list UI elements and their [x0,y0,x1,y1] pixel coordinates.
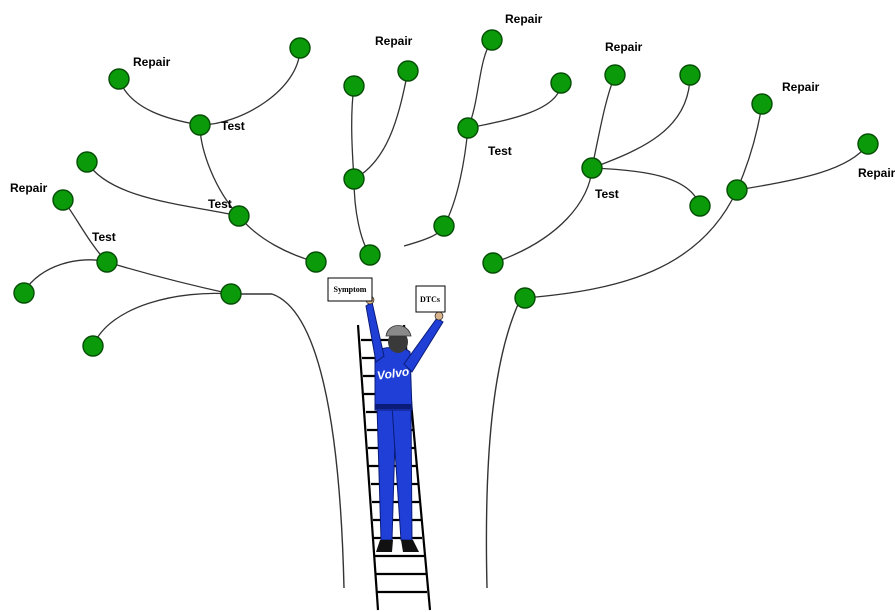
repair-label: Repair [782,80,820,94]
node [433,215,455,237]
test-label: Test [595,187,619,201]
repair-label: Repair [505,12,543,26]
symptom-label: Symptom [334,285,367,294]
dtcs-sign: DTCs [415,285,446,313]
node [13,282,35,304]
test-label: Test [208,197,232,211]
branch [736,103,763,191]
branch [443,127,469,227]
node [305,251,327,273]
node [689,195,711,217]
branch [353,70,409,180]
node [189,114,211,136]
node [76,151,98,173]
branch [23,259,108,293]
repair-label: Repair [858,166,895,180]
test-label: Test [92,230,116,244]
tree-labels: Repair Repair Repair Repair Repair Repai… [10,12,895,244]
branch [106,261,232,295]
node [397,60,419,82]
repair-label: Repair [605,40,643,54]
test-label: Test [221,119,245,133]
node [726,179,748,201]
node [82,335,104,357]
branch [86,161,240,217]
node [108,68,130,90]
node [96,251,118,273]
repair-label: Repair [10,181,48,195]
repair-label: Repair [375,34,413,48]
branch [238,215,317,263]
symptom-sign: Symptom [327,277,373,302]
node [550,72,572,94]
node [457,117,479,139]
branch [118,78,201,126]
branch [199,47,301,126]
node [343,168,365,190]
trunk-left-edge [271,293,345,589]
shirt-logo-text: Volvo [376,364,410,382]
node [228,205,250,227]
branch [467,39,493,129]
branch [353,178,371,256]
repair-label: Repair [133,55,171,69]
node [343,75,365,97]
branch [492,167,593,264]
node [481,29,503,51]
node [751,93,773,115]
node [604,64,626,86]
dtcs-label: DTCs [420,295,440,304]
node [857,133,879,155]
node [359,244,381,266]
node [514,287,536,309]
branch [467,82,562,129]
branch [92,292,232,347]
node [482,252,504,274]
branch [351,85,355,180]
branch [524,189,738,299]
node [220,283,242,305]
mechanic-figure: Volvo [365,295,444,552]
tree-nodes [13,29,879,357]
trunk-right-edge [485,299,521,589]
node [52,189,74,211]
node [289,37,311,59]
node [679,64,701,86]
node [581,157,603,179]
branch [736,143,869,191]
branch [591,74,691,169]
branch [591,74,616,169]
test-label: Test [488,144,512,158]
